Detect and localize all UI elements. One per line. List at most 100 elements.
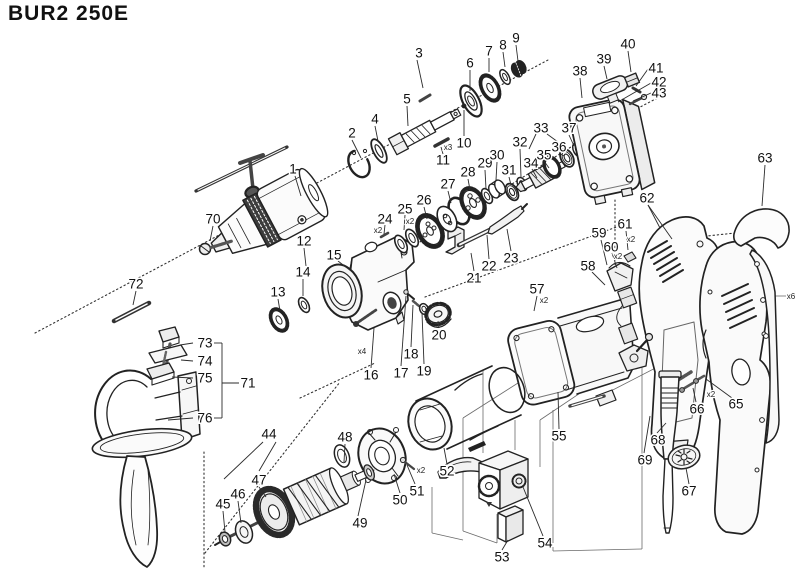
- leader-line: [501, 539, 509, 551]
- part-label-72: 72: [128, 277, 143, 292]
- leader-line: [546, 133, 559, 143]
- depth-rod-72: [111, 300, 152, 324]
- leader-line: [443, 447, 448, 465]
- leader-line: [506, 228, 512, 252]
- leader-line: [383, 224, 386, 235]
- ball-10: [461, 103, 467, 109]
- part-label-12: 12: [296, 234, 311, 249]
- leader-line: [294, 175, 302, 197]
- part-label-76: 76: [197, 411, 212, 426]
- gear-35: [542, 155, 562, 179]
- quantity-label-x2: x2: [627, 235, 636, 244]
- mode-selector: [403, 289, 452, 328]
- pin-41: [631, 86, 642, 94]
- part-label-39: 39: [596, 52, 611, 67]
- leader-line: [579, 77, 583, 99]
- leader-line: [558, 152, 565, 157]
- part-label-69: 69: [637, 453, 652, 468]
- bearing-13: [268, 307, 290, 333]
- leader-line: [393, 473, 401, 494]
- axis-line: [204, 381, 341, 554]
- leader-line: [179, 342, 194, 346]
- leader-line: [656, 422, 667, 434]
- leader-line: [209, 225, 214, 242]
- part-label-46: 46: [230, 487, 245, 502]
- leader-line: [467, 178, 471, 191]
- circlip-2: [347, 148, 371, 179]
- leader-line: [167, 417, 194, 421]
- part-label-61: 61: [617, 217, 632, 232]
- page-title: BUR2 250E: [8, 2, 130, 25]
- part-label-6: 6: [466, 56, 474, 71]
- part-label-11: 11: [436, 153, 450, 168]
- washer-8: [499, 68, 511, 86]
- leader-line: [370, 327, 375, 369]
- leader-line: [406, 105, 409, 127]
- part-label-62: 62: [639, 191, 654, 206]
- part-label-28: 28: [460, 165, 475, 180]
- part-label-57: 57: [529, 282, 544, 297]
- part-label-42: 42: [651, 75, 666, 90]
- leader-line: [557, 391, 560, 430]
- part-label-49: 49: [352, 516, 367, 531]
- leader-line: [643, 415, 651, 454]
- leader-line: [632, 92, 652, 102]
- part-label-45: 45: [215, 497, 230, 512]
- bearing-36: [559, 148, 575, 168]
- part-label-15: 15: [326, 248, 341, 263]
- leader-line: [400, 295, 407, 367]
- frame-line: [462, 530, 498, 544]
- quantity-label-x6: x6: [787, 292, 796, 301]
- part-label-74: 74: [197, 354, 213, 369]
- leader-line: [519, 148, 522, 178]
- armature-44: [214, 464, 375, 547]
- part-label-37: 37: [561, 121, 576, 136]
- trigger-switch-53: [437, 450, 529, 543]
- part-label-16: 16: [363, 368, 378, 383]
- pin-3: [418, 93, 432, 103]
- part-label-33: 33: [533, 121, 548, 136]
- leader-line: [421, 312, 425, 365]
- part-label-55: 55: [551, 429, 566, 444]
- quantity-label-x2: x2: [406, 217, 415, 226]
- spindle-5: [387, 108, 462, 156]
- part-label-32: 32: [512, 135, 527, 150]
- leader-line: [277, 298, 281, 312]
- part-label-22: 22: [481, 259, 496, 274]
- leader-line: [222, 510, 226, 533]
- leader-line: [258, 486, 267, 498]
- leader-line: [625, 230, 629, 251]
- part-label-24: 24: [377, 212, 393, 227]
- leader-line: [374, 125, 379, 142]
- part-label-70: 70: [205, 212, 220, 227]
- frame-line: [431, 532, 464, 541]
- leader-lines: [132, 44, 766, 551]
- leader-line: [543, 160, 550, 169]
- part-label-10: 10: [456, 136, 471, 151]
- leader-line: [416, 59, 424, 89]
- part-label-5: 5: [403, 92, 411, 107]
- leader-line: [647, 204, 661, 229]
- leader-line: [515, 44, 519, 62]
- ring-14: [297, 296, 311, 314]
- part-label-71: 71: [240, 376, 255, 391]
- screw-16: [353, 308, 378, 327]
- leader-line: [528, 133, 537, 150]
- stator-52: [407, 365, 526, 452]
- leader-line: [447, 190, 452, 204]
- part-label-60: 60: [603, 240, 618, 255]
- part-label-34: 34: [523, 156, 539, 171]
- part-label-14: 14: [295, 265, 311, 280]
- quantity-label-x2: x2: [707, 390, 716, 399]
- slider-39: [592, 75, 629, 104]
- leader-line: [508, 176, 512, 186]
- part-label-59: 59: [591, 226, 606, 241]
- part-label-8: 8: [499, 38, 507, 53]
- part-label-19: 19: [416, 364, 431, 379]
- gear-7: [478, 73, 502, 103]
- part-label-30: 30: [489, 148, 504, 163]
- part-label-53: 53: [494, 550, 509, 565]
